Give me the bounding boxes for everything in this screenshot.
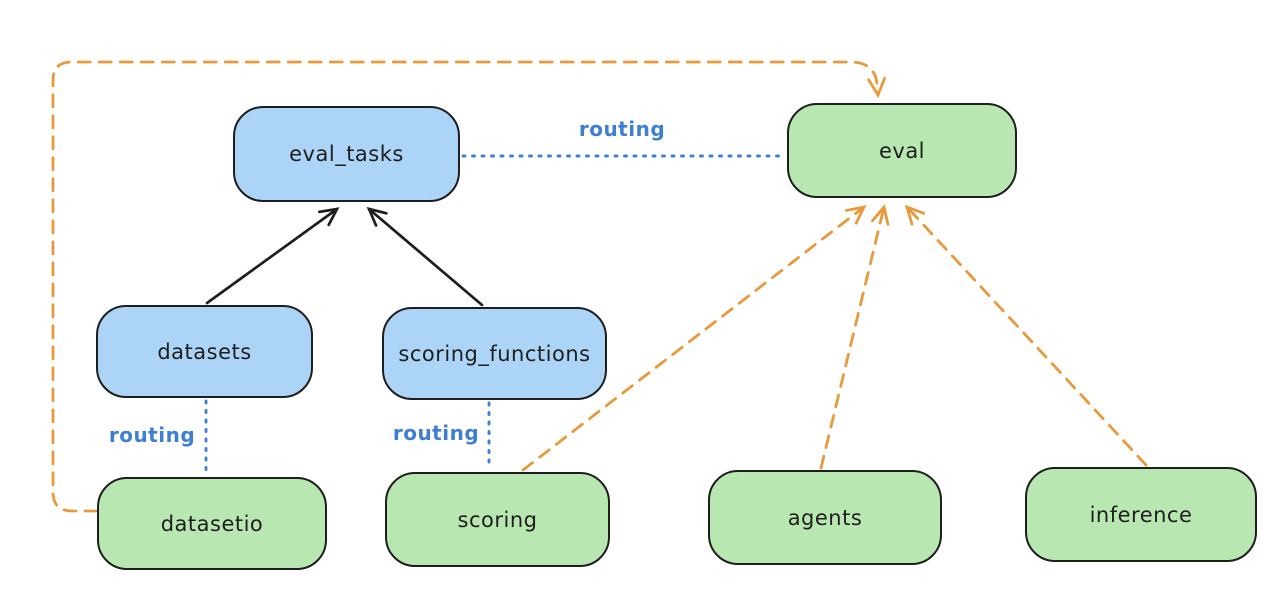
node-eval-tasks-label: eval_tasks	[289, 142, 404, 166]
edge-label-routing-middle: routing	[392, 421, 480, 445]
node-eval-label: eval	[878, 138, 926, 163]
edge-scoring-functions-to-eval-tasks	[366, 207, 484, 307]
node-eval: eval	[787, 103, 1017, 198]
node-scoring-functions: scoring_functions	[382, 307, 607, 400]
node-scoring-label: scoring	[457, 507, 538, 532]
edge-agents-to-eval	[819, 203, 890, 470]
node-datasetio-label: datasetio	[160, 511, 264, 536]
edge-scoring-to-eval	[521, 205, 867, 472]
node-scoring: scoring	[385, 472, 610, 567]
node-eval-tasks: eval_tasks	[233, 106, 460, 202]
edge-label-routing-top: routing	[578, 117, 666, 141]
node-datasetio: datasetio	[97, 477, 327, 570]
node-scoring-functions-label: scoring_functions	[398, 341, 591, 366]
node-inference: inference	[1025, 467, 1257, 562]
edge-label-routing-left: routing	[108, 423, 196, 447]
node-datasets-label: datasets	[157, 339, 252, 364]
node-agents-label: agents	[787, 505, 863, 530]
node-agents: agents	[708, 470, 942, 565]
edge-datasetio-to-eval	[51, 60, 886, 513]
node-inference-label: inference	[1089, 502, 1193, 527]
edge-datasets-to-eval-tasks	[205, 207, 340, 305]
edge-inference-to-eval	[904, 204, 1148, 467]
node-datasets: datasets	[96, 305, 313, 398]
